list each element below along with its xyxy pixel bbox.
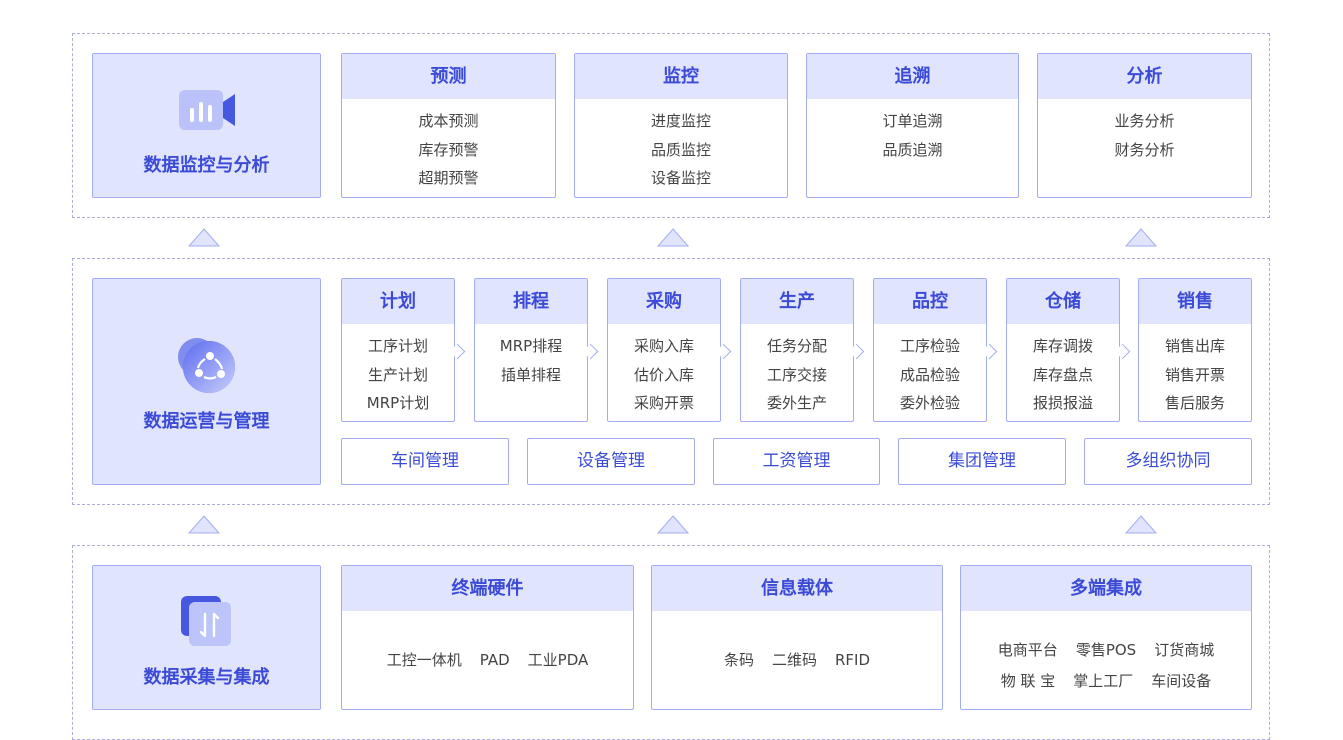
card-item: 库存调拨 [1032, 337, 1093, 355]
sub-group-management: 集团管理 [898, 438, 1066, 485]
card-item: 销售开票 [1164, 365, 1225, 384]
card-title: 生产 [741, 279, 853, 324]
card-item: 工控一体机 [386, 651, 462, 669]
card-title: 监控 [575, 54, 787, 99]
card-item: 采购开票 [633, 394, 694, 412]
card-item: 库存预警 [418, 140, 479, 159]
card-information-carrier: 信息载体 条码二维码 RFID [651, 565, 943, 710]
card-item: 业务分析 [1114, 112, 1175, 130]
sub-workshop-management: 车间管理 [341, 438, 509, 485]
card-title: 终端硬件 [342, 566, 633, 611]
monitoring-analysis-section [72, 33, 1270, 218]
lead-monitoring-analysis: 数据监控与分析 [92, 53, 321, 198]
lead-operations-management: 数据运营与管理 [92, 278, 321, 485]
card-title: 分析 [1038, 54, 1251, 99]
card-item: 车间设备 [1151, 672, 1212, 690]
card-multi-end-integration: 多端集成 电商平台零售POS 订货商城 物 联 宝掌上工厂车间设备 [960, 565, 1252, 710]
card-item: 任务分配 [766, 337, 827, 355]
card-item: 插单排程 [500, 365, 561, 384]
card-item: 掌上工厂 [1073, 672, 1134, 690]
sub-equipment-management: 设备管理 [527, 438, 695, 485]
card-production: 生产 任务分配 工序交接 委外生产 [740, 278, 865, 422]
lead-title: 数据运营与管理 [143, 411, 270, 432]
card-title: 信息载体 [652, 566, 942, 611]
card-item: 零售POS [1075, 641, 1137, 659]
card-item: 工序计划 [367, 337, 428, 355]
card-warehousing: 仓储 库存调拨 库存盘点 报损报溢 [1006, 278, 1131, 422]
share-network-icon [177, 335, 237, 399]
card-item: 进度监控 [650, 112, 711, 130]
card-item: 工序交接 [766, 365, 827, 384]
card-item: 超期预警 [418, 169, 479, 187]
card-quality-control: 品控 工序检验 成品检验 委外检验 [873, 278, 998, 422]
card-title: 销售 [1139, 279, 1251, 324]
card-item: 报损报溢 [1032, 394, 1093, 412]
card-item: 设备监控 [650, 169, 711, 187]
card-title: 预测 [342, 54, 555, 99]
card-title: 排程 [475, 279, 587, 324]
card-item: 成品检验 [899, 365, 960, 384]
card-scheduling: 排程 MRP排程 插单排程 [474, 278, 599, 422]
card-item: 财务分析 [1114, 140, 1175, 159]
card-item: 委外生产 [766, 394, 827, 412]
card-monitoring: 监控 进度监控 品质监控 设备监控 [574, 53, 788, 198]
card-analysis: 分析 业务分析 财务分析 [1037, 53, 1252, 198]
card-item: 条码 [723, 651, 754, 669]
card-title: 品控 [874, 279, 986, 324]
operations-management-section [72, 258, 1270, 505]
card-title: 采购 [608, 279, 720, 324]
card-item: MRP排程 [499, 337, 563, 355]
card-item: 销售出库 [1164, 337, 1225, 355]
card-purchasing: 采购 采购入库 估价入库 采购开票 [607, 278, 732, 422]
card-sales: 销售 销售出库 销售开票 售后服务 [1138, 278, 1252, 422]
card-item: 订单追溯 [882, 112, 943, 130]
card-item: 成本预测 [418, 112, 479, 130]
card-title: 仓储 [1007, 279, 1119, 324]
card-item: 工序检验 [899, 337, 960, 355]
sub-multi-org-collaboration: 多组织协同 [1084, 438, 1252, 485]
card-item: PAD [479, 651, 510, 669]
lead-title: 数据采集与集成 [143, 667, 270, 688]
sub-payroll-management: 工资管理 [713, 438, 880, 485]
card-title: 计划 [342, 279, 454, 324]
data-transfer-icon [179, 594, 235, 654]
card-item: 库存盘点 [1032, 365, 1093, 384]
card-item: 物 联 宝 [1000, 672, 1056, 690]
card-terminal-hardware: 终端硬件 工控一体机 PAD 工业PDA [341, 565, 634, 710]
card-item: MRP计划 [366, 394, 430, 412]
card-item: 品质追溯 [882, 140, 943, 159]
card-item: RFID [835, 651, 871, 669]
card-item: 估价入库 [633, 365, 694, 384]
card-item: 工业PDA [527, 651, 589, 669]
lead-collection-integration: 数据采集与集成 [92, 565, 321, 710]
card-title: 多端集成 [961, 566, 1251, 611]
card-traceability: 追溯 订单追溯 品质追溯 [806, 53, 1019, 198]
card-item: 委外检验 [899, 394, 960, 412]
lead-title: 数据监控与分析 [143, 155, 270, 176]
card-item: 品质监控 [650, 140, 711, 159]
card-item: 电商平台 [997, 641, 1058, 659]
card-title: 追溯 [807, 54, 1018, 99]
card-forecast: 预测 成本预测 库存预警 超期预警 [341, 53, 556, 198]
card-item: 二维码 [771, 651, 817, 669]
card-item: 售后服务 [1164, 394, 1225, 412]
video-chart-icon [178, 88, 236, 136]
card-item: 采购入库 [633, 337, 694, 355]
card-item: 订货商城 [1154, 641, 1215, 659]
card-plan: 计划 工序计划 生产计划 MRP计划 [341, 278, 466, 422]
card-item: 生产计划 [367, 365, 428, 384]
